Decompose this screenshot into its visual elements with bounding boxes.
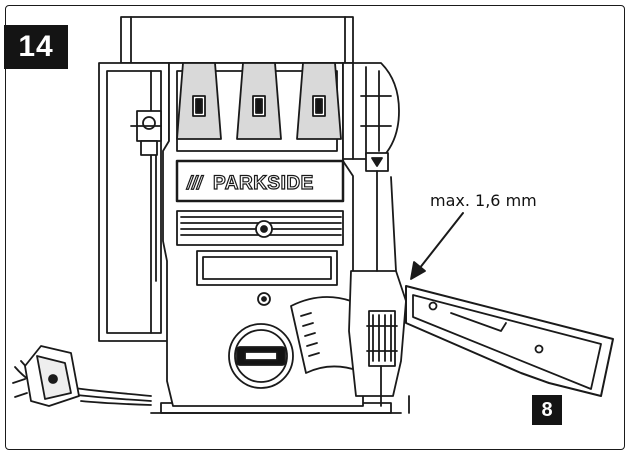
- pointer-arrow-icon: [410, 212, 464, 280]
- annotation-label: max. 1,6 mm: [430, 191, 537, 210]
- selector-dial: [228, 323, 294, 389]
- figure-frame: /// PARKSIDE: [5, 5, 625, 450]
- brand-mark: ///: [186, 173, 204, 193]
- power-plug-icon: [12, 345, 80, 407]
- grille-band: [176, 210, 344, 246]
- brand-plate: [175, 159, 345, 203]
- motor-housing: [98, 62, 170, 342]
- device-illustration: /// PARKSIDE: [12, 16, 614, 414]
- blade-holder: [405, 285, 614, 397]
- sharpening-slots: [176, 62, 342, 140]
- arrow-down-icon: [365, 152, 389, 172]
- angle-guide-arm: [348, 270, 407, 407]
- part-number-label: 8: [532, 395, 562, 425]
- figure-number: 14: [4, 25, 68, 69]
- lower-window: [196, 250, 338, 306]
- adjustment-screw: [130, 110, 162, 156]
- top-cover: [120, 16, 354, 64]
- side-knob: [342, 62, 400, 160]
- brand-name: PARKSIDE: [213, 173, 314, 194]
